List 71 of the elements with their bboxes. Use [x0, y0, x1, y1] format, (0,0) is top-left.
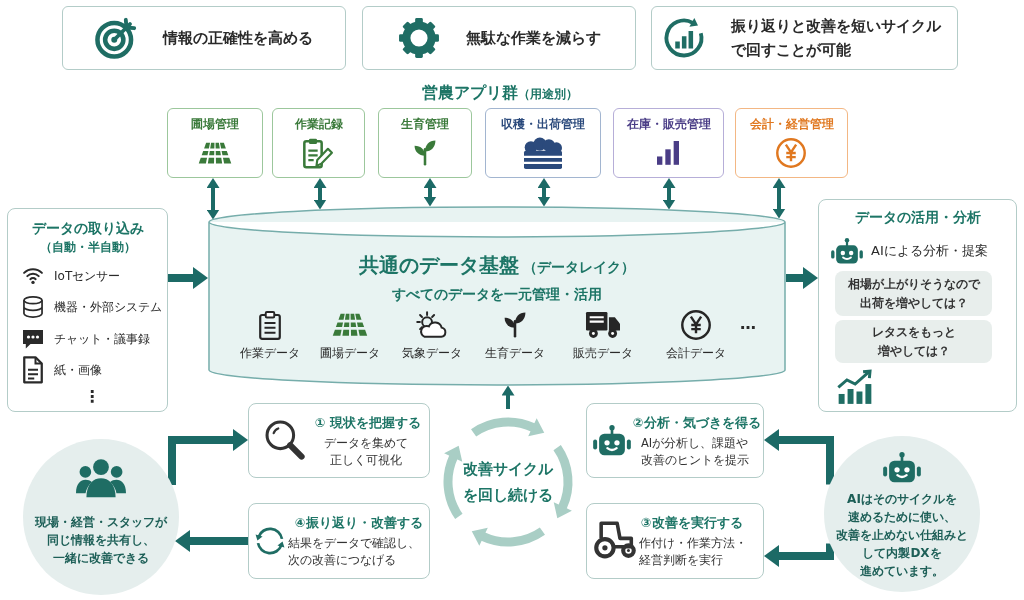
app-card: [735, 108, 848, 178]
double-arrow: [208, 178, 218, 220]
app-title: 会計・経営管理: [749, 116, 834, 132]
bent-arrow: [168, 432, 248, 485]
circle-text: 現場・経営・スタッフが同じ情報を共有し、一緒に改善できる: [33, 514, 169, 567]
benefit-card: [651, 6, 958, 70]
data-lake-subtitle: （データレイク）: [523, 258, 635, 277]
data-lake-title: 共通のデータ基盤: [359, 252, 519, 279]
data-type-label: 圃場データ: [320, 345, 380, 361]
data-type-label: 販売データ: [573, 345, 633, 361]
step-text: 結果をデータで確認し、次の改善につなげる: [288, 535, 421, 569]
input-panel: [7, 208, 168, 412]
app-title: 収穫・出荷管理: [501, 116, 585, 132]
app-title: 圃場管理: [191, 116, 239, 132]
cycle-label: 改善サイクルを回し続ける: [462, 458, 554, 506]
arrow: [175, 533, 248, 549]
data-lake-cylinder: [208, 206, 786, 386]
double-arrow: [539, 178, 549, 207]
data-type-label: 会計データ: [666, 345, 726, 361]
step-card: [586, 403, 764, 478]
data-lake-tagline: すべてのデータを一元管理・活用: [392, 285, 602, 304]
panel-title: データの取り込み: [31, 219, 144, 238]
double-arrow: [664, 178, 674, 210]
source-label: チャット・議事録: [54, 331, 150, 348]
app-title: 作業記録: [294, 116, 343, 132]
app-card: [485, 108, 601, 178]
step-text: データを集めて正しく可視化: [324, 435, 408, 469]
ellipsis: …: [740, 314, 756, 334]
step-text: 作付け・作業方法・経営判断を実行: [639, 535, 747, 569]
source-label: IoTセンサー: [54, 268, 121, 285]
suggestion-text: レタスをもっと増やしては？: [870, 323, 957, 360]
app-title: 生育管理: [401, 116, 449, 132]
double-arrow: [425, 178, 435, 207]
arrow: [168, 270, 208, 286]
step-card: [248, 403, 430, 478]
benefit-text: 振り返りと改善を短いサイクルで回すことが可能: [731, 16, 942, 61]
source-label: 機器・外部システム: [54, 299, 162, 316]
data-type-label: 気象データ: [402, 345, 462, 361]
step-title: ④振り返り・改善する: [295, 514, 423, 532]
app-card: [378, 108, 472, 178]
panel-subtitle: （自動・半自動）: [39, 239, 136, 256]
step-title: ③改善を実行する: [641, 514, 743, 532]
benefit-card: [362, 6, 636, 70]
app-title: 在庫・販売管理: [626, 116, 711, 132]
arrow: [503, 385, 513, 409]
section-note: （用途別）: [518, 86, 578, 103]
double-arrow: [315, 178, 325, 210]
suggestion-text: 相場が上がりそうなので出荷を増やしては？: [846, 275, 982, 312]
step-title: ②分析・気づきを得る: [633, 414, 761, 432]
panel-title: データの活用・分析: [854, 208, 981, 227]
bent-arrow: [764, 543, 834, 564]
section-heading: 営農アプリ群: [422, 82, 518, 104]
ai-label: AIによる分析・提案: [871, 242, 988, 260]
circle-text: AIはそのサイクルを速めるために使い、改善を止めない仕組みとして内製DXを進めています。: [835, 491, 969, 580]
step-card: [248, 503, 430, 579]
source-label: 紙・画像: [54, 362, 102, 379]
benefit-text: 無駄な作業を減らす: [465, 28, 601, 49]
app-card: [272, 108, 365, 178]
analysis-panel: [818, 199, 1017, 412]
app-card: [167, 108, 263, 178]
step-card: [586, 503, 764, 579]
data-type-label: 生育データ: [485, 345, 545, 361]
double-arrow: [774, 178, 784, 219]
step-text: AIが分析し、課題や改善のヒントを提示: [641, 435, 750, 469]
benefit-card: [62, 6, 346, 70]
ellipsis: ⋮: [84, 387, 100, 407]
bent-arrow: [764, 432, 834, 485]
benefit-text: 情報の正確性を高める: [163, 28, 313, 49]
app-card: [613, 108, 724, 178]
data-type-label: 作業データ: [240, 345, 300, 361]
step-title: ① 現状を把握する: [315, 414, 421, 432]
